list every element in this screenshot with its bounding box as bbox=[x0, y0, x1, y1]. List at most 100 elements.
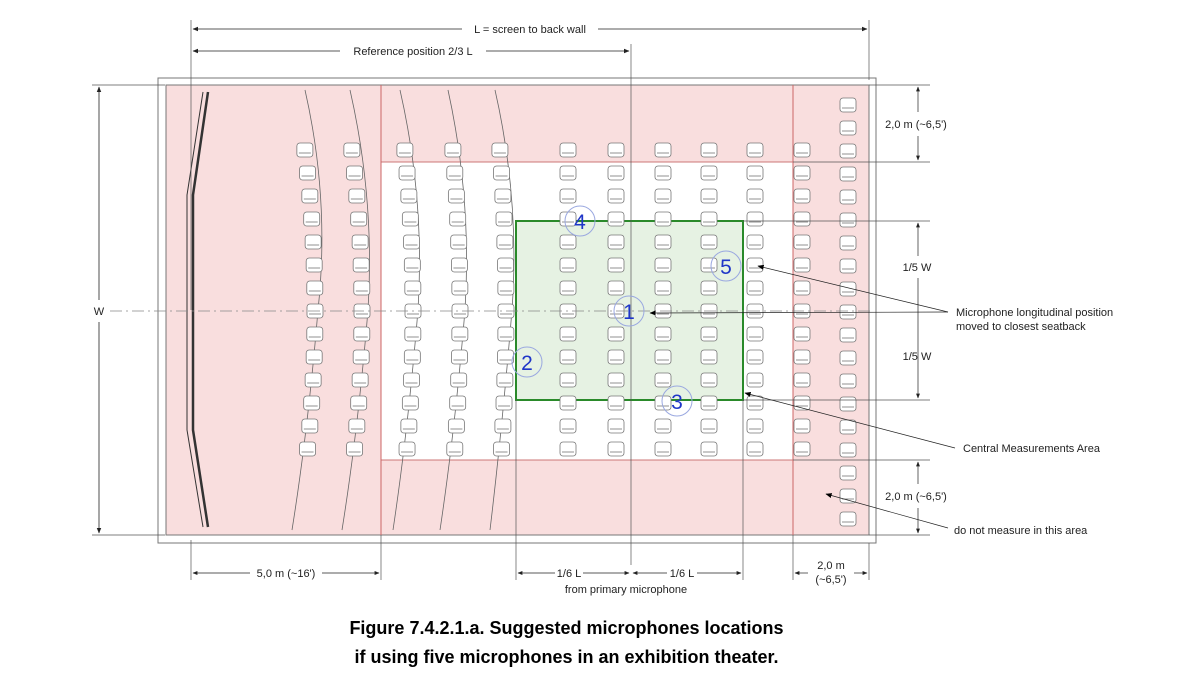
seat bbox=[301, 188, 319, 204]
screen-surface bbox=[191, 91, 210, 528]
seat bbox=[353, 326, 371, 342]
seat bbox=[447, 188, 465, 204]
screen bbox=[186, 91, 204, 528]
seat bbox=[654, 349, 672, 365]
seat bbox=[449, 211, 467, 227]
seat bbox=[493, 441, 510, 457]
seat bbox=[304, 234, 322, 250]
seat bbox=[607, 326, 625, 342]
seat bbox=[494, 418, 512, 434]
seat bbox=[654, 165, 672, 181]
seat bbox=[793, 165, 811, 181]
seat bbox=[559, 280, 577, 296]
seat bbox=[351, 372, 369, 388]
seat bbox=[607, 234, 625, 250]
seat bbox=[607, 257, 625, 273]
seat bbox=[559, 165, 577, 181]
dim-fifth-w-1-label: 1/5 W bbox=[903, 262, 932, 274]
seat bbox=[700, 234, 718, 250]
seat bbox=[559, 395, 577, 411]
seat bbox=[793, 418, 811, 434]
seat bbox=[793, 349, 811, 365]
seat bbox=[839, 373, 857, 389]
seat bbox=[299, 165, 316, 181]
seat bbox=[839, 281, 857, 297]
seat bbox=[559, 372, 577, 388]
seat bbox=[306, 326, 324, 342]
seat bbox=[403, 234, 420, 250]
seat bbox=[839, 327, 857, 343]
mic-4: 4 bbox=[564, 205, 596, 237]
seat bbox=[305, 349, 323, 365]
seat bbox=[404, 326, 422, 342]
seat bbox=[700, 142, 718, 158]
leader-mic-longitudinal bbox=[649, 264, 949, 316]
seat bbox=[746, 349, 764, 365]
seat bbox=[793, 326, 811, 342]
dim-l-label: L = screen to back wall bbox=[474, 24, 586, 36]
seat bbox=[559, 441, 577, 457]
svg-text:1: 1 bbox=[623, 301, 635, 324]
seat bbox=[559, 349, 577, 365]
seat bbox=[491, 142, 509, 158]
seat bbox=[700, 418, 718, 434]
seat bbox=[607, 418, 625, 434]
seat bbox=[746, 395, 764, 411]
seat bbox=[404, 280, 422, 296]
seat bbox=[746, 280, 764, 296]
seat bbox=[839, 235, 857, 251]
leader-central-area bbox=[744, 391, 956, 449]
seat bbox=[839, 189, 857, 205]
seat bbox=[700, 188, 718, 204]
mic-5: 5 bbox=[710, 250, 742, 282]
seat bbox=[839, 97, 857, 113]
seat bbox=[301, 418, 319, 434]
dim-right-stack bbox=[743, 84, 930, 536]
dim-2m-bottom-label: 2,0 m (~6,5') bbox=[885, 491, 947, 503]
seat bbox=[400, 188, 418, 204]
seat bbox=[494, 188, 512, 204]
seat bbox=[401, 395, 419, 411]
seat bbox=[793, 234, 811, 250]
svg-text:3: 3 bbox=[671, 391, 683, 414]
seat bbox=[497, 349, 514, 365]
seat bbox=[654, 441, 672, 457]
seat bbox=[793, 211, 811, 227]
seat bbox=[403, 349, 421, 365]
seat bbox=[398, 441, 416, 457]
seat bbox=[607, 280, 625, 296]
seat bbox=[654, 234, 672, 250]
seat bbox=[607, 372, 625, 388]
seat bbox=[746, 211, 764, 227]
seat bbox=[497, 257, 514, 273]
dim-sixth-l-2-label: 1/6 L bbox=[670, 568, 694, 580]
seat bbox=[348, 188, 366, 204]
seat bbox=[607, 165, 625, 181]
seat bbox=[746, 418, 764, 434]
seat bbox=[700, 349, 718, 365]
dim-sixth-l-1-label: 1/6 L bbox=[557, 568, 581, 580]
seat bbox=[495, 211, 513, 227]
seat bbox=[304, 372, 322, 388]
room-inner-wall bbox=[165, 84, 870, 536]
seat bbox=[495, 395, 513, 411]
seat bbox=[793, 441, 811, 457]
seat bbox=[353, 280, 371, 296]
seat bbox=[793, 372, 811, 388]
dim-5m-label: 5,0 m (~16') bbox=[257, 568, 316, 580]
seat bbox=[350, 395, 368, 411]
seat bbox=[403, 257, 421, 273]
seat bbox=[449, 395, 467, 411]
seat bbox=[654, 418, 672, 434]
seat bbox=[306, 280, 324, 296]
seat bbox=[303, 211, 321, 227]
mic-1: 1 bbox=[613, 295, 645, 327]
theater-diagram: L = screen to back wall Reference positi… bbox=[92, 20, 1113, 596]
dim-2m-top-label: 2,0 m (~6,5') bbox=[885, 119, 947, 131]
seat bbox=[700, 165, 718, 181]
seat bbox=[700, 211, 718, 227]
seat bbox=[793, 188, 811, 204]
dim-2m-rear-line1: 2,0 m bbox=[817, 560, 845, 572]
seat bbox=[700, 441, 718, 457]
seat bbox=[496, 234, 514, 250]
